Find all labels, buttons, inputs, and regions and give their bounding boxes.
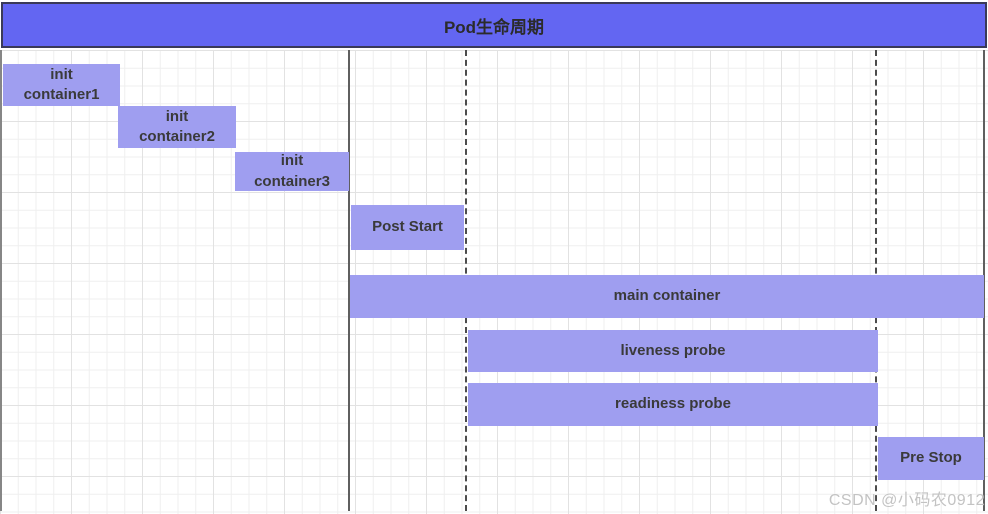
- diagram-title-bar: Pod生命周期: [1, 2, 987, 48]
- bar-init-container2: init container2: [118, 106, 236, 148]
- bar-init-container1: init container1: [3, 64, 120, 106]
- diagram-title: Pod生命周期: [443, 17, 545, 37]
- guide-line-init-end-boundary: [348, 50, 350, 511]
- bar-pre-stop: Pre Stop: [878, 437, 984, 480]
- watermark: CSDN @小码农0912: [828, 492, 985, 509]
- guide-line-pod-left-boundary: [0, 50, 2, 511]
- guide-line-pod-right-boundary: [983, 50, 985, 511]
- bar-init-container3: init container3: [235, 152, 349, 191]
- bar-readiness-probe: readiness probe: [468, 383, 878, 426]
- bar-post-start: Post Start: [351, 205, 464, 250]
- bar-liveness-probe: liveness probe: [468, 330, 878, 372]
- bar-main-container: main container: [350, 275, 984, 318]
